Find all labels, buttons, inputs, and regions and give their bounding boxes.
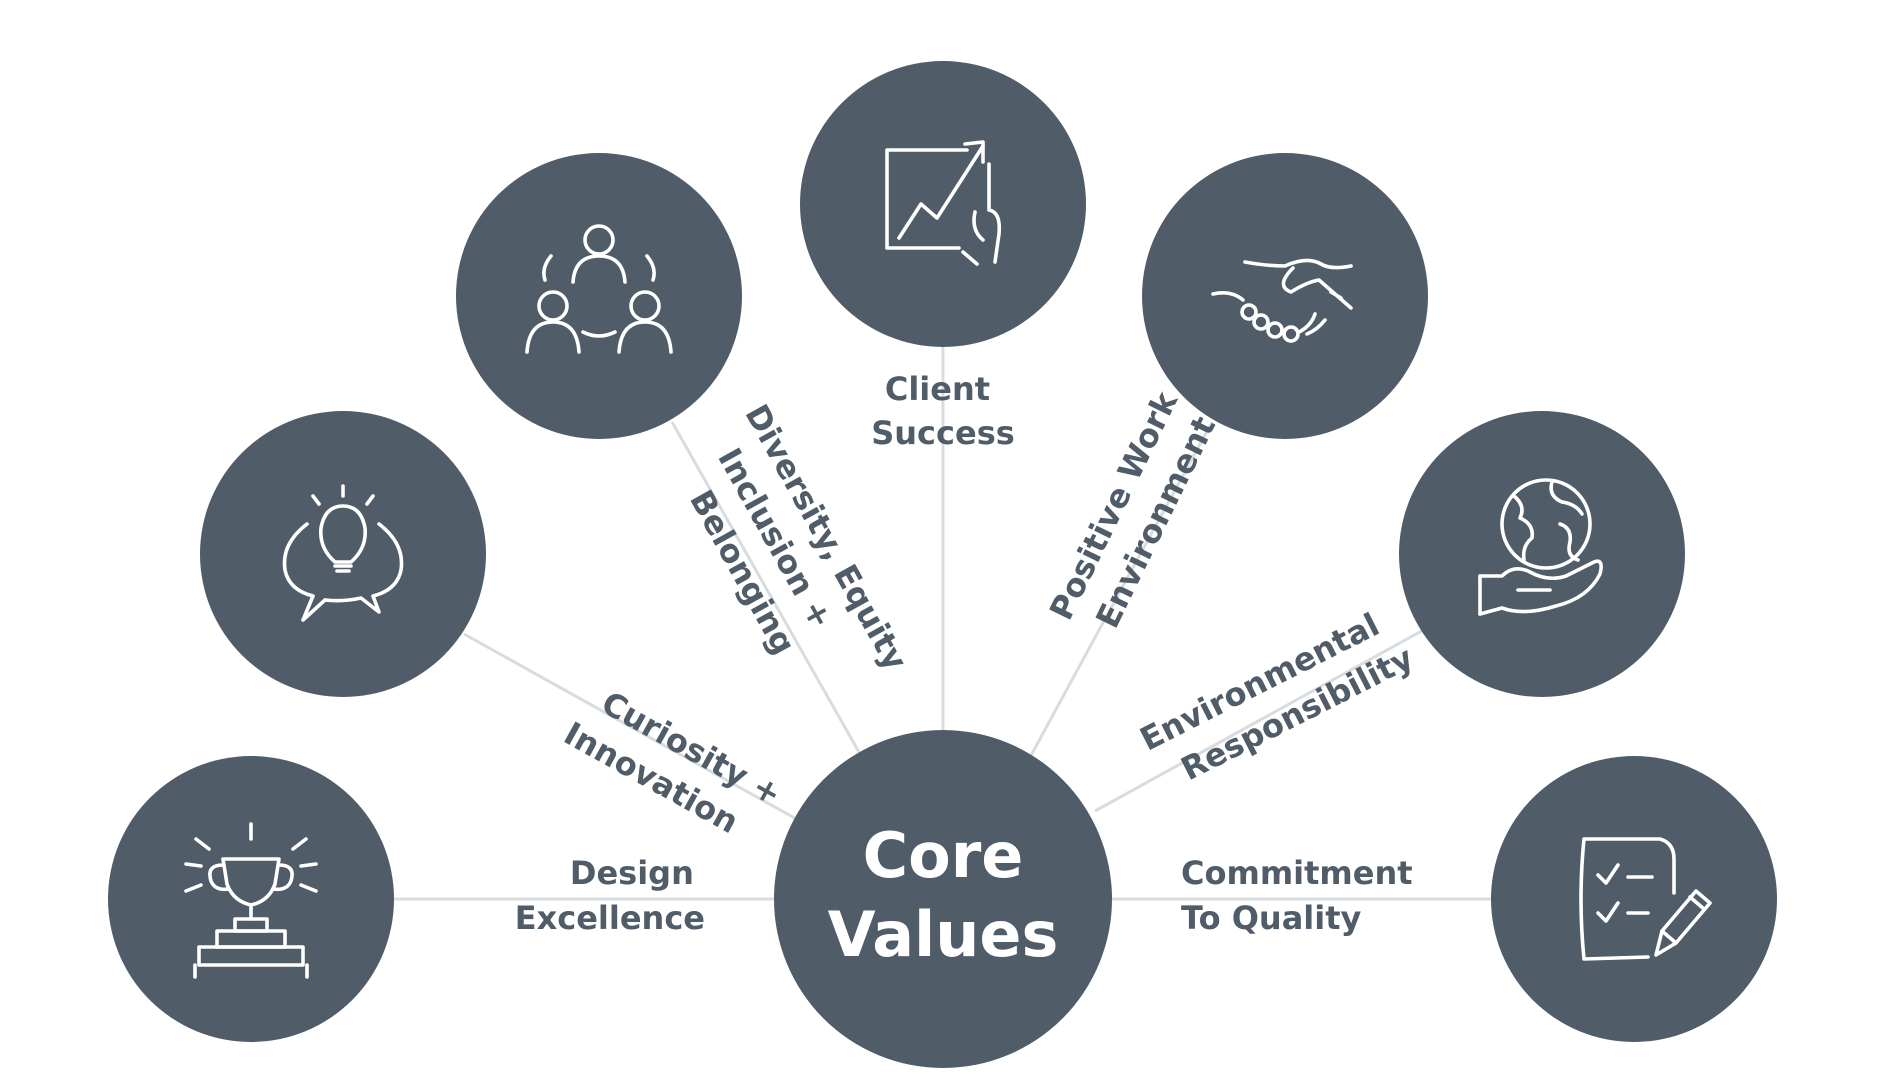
label-line: Excellence — [515, 899, 705, 937]
label-positive-work-environment: Positive Work Environment — [1042, 376, 1230, 646]
label-environmental-responsibility: Environmental Responsibility — [1134, 598, 1420, 798]
trophy-icon — [184, 822, 318, 979]
label-line: Design — [570, 854, 694, 892]
checklist-icon — [1579, 837, 1712, 961]
label-curiosity-innovation: Curiosity + Innovation — [558, 675, 798, 858]
spoke-positive — [1026, 421, 1214, 762]
label-line: Commitment — [1181, 854, 1413, 892]
label-line: Success — [871, 414, 1015, 452]
node-commitment-to-quality: Commitment To Quality — [1181, 756, 1777, 1042]
spoke-diversity — [670, 421, 866, 762]
label-line: To Quality — [1181, 899, 1362, 937]
node-design-excellence: Design Excellence — [108, 756, 705, 1042]
label-design-excellence: Design Excellence — [515, 854, 705, 937]
label-commitment-to-quality: Commitment To Quality — [1181, 854, 1424, 937]
spoke-curiosity — [463, 632, 801, 823]
growth-chart-icon — [885, 140, 1002, 266]
globe-hand-icon — [1478, 478, 1603, 616]
label-client-success: Client Success — [871, 370, 1015, 452]
handshake-icon — [1211, 258, 1353, 343]
people-group-icon — [525, 224, 673, 354]
node-positive-work-environment: Positive Work Environment — [1042, 153, 1428, 646]
lightbulb-speech-icon — [282, 484, 404, 622]
node-environmental-responsibility: Environmental Responsibility — [1134, 411, 1685, 798]
node-client-success: Client Success — [800, 61, 1086, 452]
core-values-center: Core Values — [774, 730, 1112, 1068]
spokes — [394, 346, 1492, 901]
label-line: Client — [885, 370, 990, 408]
center-title-line1: Core — [863, 819, 1024, 892]
spoke-environmental — [1094, 626, 1428, 813]
center-title-line2: Values — [828, 898, 1059, 971]
